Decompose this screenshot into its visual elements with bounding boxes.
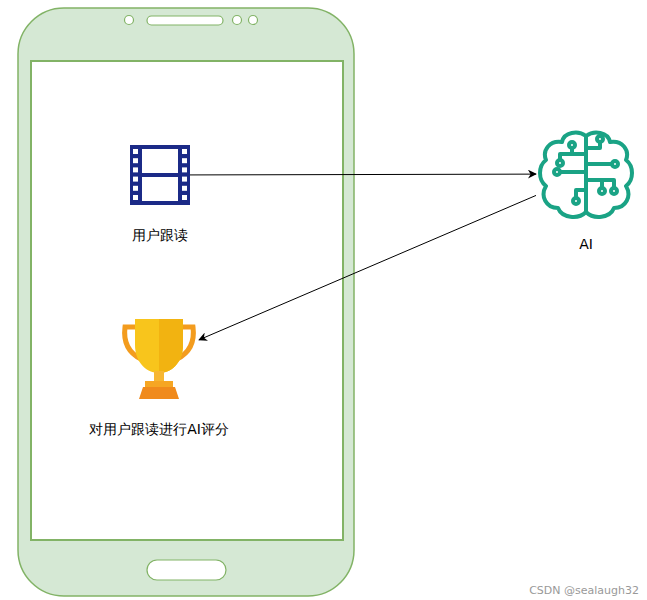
watermark: CSDN @sealaugh32	[529, 584, 639, 597]
score-node: 对用户跟读进行AI评分	[88, 315, 230, 437]
node-icon	[119, 315, 199, 399]
node-label: 对用户跟读进行AI评分	[88, 421, 230, 437]
node-icon	[130, 145, 190, 205]
phone-body	[18, 8, 354, 596]
node-label: AI	[578, 236, 594, 252]
node-label: 用户跟读	[131, 227, 189, 243]
node-icon	[536, 128, 636, 220]
video-node: 用户跟读	[130, 145, 190, 243]
ai-node: AI	[536, 128, 636, 252]
phone-camera	[125, 16, 134, 25]
phone-speaker	[147, 16, 223, 25]
phone-sensor	[249, 16, 258, 25]
arrow-connector	[199, 195, 536, 339]
phone-home-button	[147, 560, 226, 580]
arrow-connector	[190, 174, 536, 176]
phone-screen	[31, 61, 343, 540]
phone-sensor	[233, 16, 242, 25]
